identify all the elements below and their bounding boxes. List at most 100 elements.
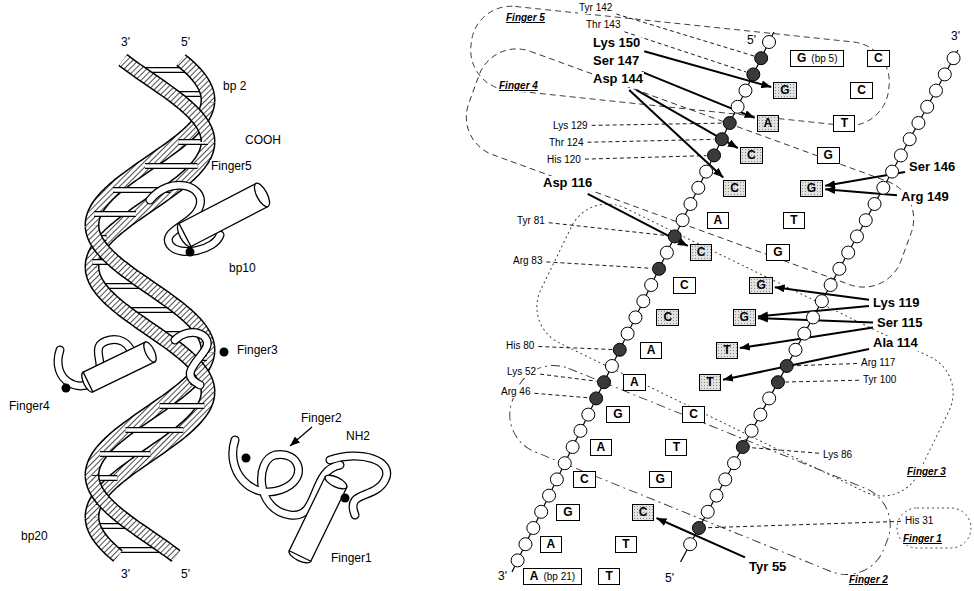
structure-label: 3'	[120, 568, 131, 582]
phosphate	[645, 279, 658, 292]
base-pair-slab	[160, 403, 205, 409]
phosphate	[886, 165, 899, 178]
base-letter: G	[740, 310, 749, 325]
base-letter: C	[639, 505, 648, 520]
base-box: C	[673, 277, 696, 294]
finger-region-outline	[455, 38, 925, 299]
helix-front	[92, 60, 208, 556]
phosphate	[566, 441, 579, 454]
zinc-ion	[220, 348, 229, 357]
strand-edge	[181, 60, 208, 102]
base-letter: C	[697, 245, 706, 260]
base-pair-slab	[94, 211, 136, 217]
base-box: C	[690, 244, 713, 261]
base-pair-slab-face	[94, 212, 136, 216]
sugar-phosphate-backbone	[512, 32, 774, 572]
phosphate	[692, 522, 705, 535]
phosphate	[684, 198, 697, 211]
finger-label: Finger 4	[498, 80, 539, 92]
base-letter: A	[714, 213, 723, 228]
base-box: C	[723, 180, 746, 197]
finger-regions	[455, 2, 971, 586]
structure-label: COOH	[244, 134, 282, 148]
base-letter: C	[580, 472, 589, 487]
residue-label: Lys 129	[552, 120, 589, 132]
base-box: C	[656, 309, 679, 326]
base-contact-arrow	[636, 90, 738, 148]
backbone-contact-line	[538, 346, 612, 349]
base-box: C	[740, 147, 763, 164]
zinc-ion	[62, 384, 71, 393]
phosphate	[715, 133, 728, 146]
base-letter: T	[622, 537, 629, 552]
phosphate	[798, 327, 811, 340]
phosphate	[574, 424, 587, 437]
phosphate	[629, 311, 642, 324]
structure-label: bp10	[228, 262, 257, 276]
residue-label: Thr 124	[548, 137, 584, 149]
base-box: C	[850, 82, 873, 99]
base-box: G	[800, 180, 823, 197]
backbone-contact-line	[592, 123, 723, 125]
phosphate	[815, 295, 828, 308]
base-pair-slab-face	[145, 164, 198, 168]
phosphate	[850, 230, 863, 243]
base-letter: G	[773, 245, 782, 260]
phosphate	[708, 149, 721, 162]
base-box: G(bp 5)	[790, 50, 844, 67]
base-box: A	[590, 439, 613, 456]
strand-ribbon	[92, 518, 118, 556]
structure-label: 5'	[180, 568, 191, 582]
base-box: T	[833, 115, 855, 132]
residue-label: Lys 52	[506, 366, 537, 378]
base-box: G	[733, 309, 756, 326]
phosphate	[676, 214, 689, 227]
phosphate	[824, 279, 837, 292]
base-letter: C	[680, 278, 689, 293]
base-box: T	[783, 212, 805, 229]
phosphate	[912, 117, 925, 130]
phosphate	[653, 262, 666, 275]
base-box: C	[867, 50, 890, 67]
phosphate	[710, 489, 723, 502]
base-letter: G	[797, 51, 806, 66]
base-letter: G	[807, 181, 816, 196]
finger-label: Finger 3	[906, 466, 947, 478]
phosphate	[582, 408, 595, 421]
base-contact-residue: Ser 147	[592, 54, 640, 69]
backbone-contact-line	[706, 521, 901, 527]
phosphate	[894, 149, 907, 162]
dna-helix	[92, 60, 208, 556]
strand-end-label: 5'	[746, 34, 757, 48]
base-pair-slab	[145, 163, 198, 169]
sugar-phosphate-backbone	[680, 50, 958, 562]
residue-label: Lys 86	[822, 449, 853, 461]
cylinder-body	[289, 477, 347, 562]
phosphate	[701, 505, 714, 518]
base-letter: A	[547, 537, 556, 552]
base-pair-number: (bp 21)	[543, 569, 575, 584]
phosphate	[660, 246, 673, 259]
finger-region-outline	[897, 508, 971, 548]
helix-back	[92, 102, 208, 518]
residue-label: Thr 143	[585, 19, 621, 31]
structure-label: Finger3	[236, 344, 279, 358]
base-box: A	[757, 115, 780, 132]
phosphate	[903, 133, 916, 146]
finger-ribbon-edge	[175, 333, 207, 385]
base-letter: C	[730, 181, 739, 196]
cylinder-body	[179, 183, 268, 246]
base-letter: C	[874, 51, 883, 66]
base-letter: C	[663, 310, 672, 325]
finger-label: Finger 2	[848, 574, 889, 586]
strand-edge	[92, 476, 176, 556]
phosphate	[807, 311, 820, 324]
structure-label: bp20	[20, 530, 49, 544]
base-letter: C	[689, 407, 698, 422]
base-contact-residue: Tyr 55	[748, 560, 787, 575]
base-letter: A	[597, 440, 606, 455]
base-letter: G	[656, 472, 665, 487]
base-box: G	[817, 147, 840, 164]
backbone-contact-line	[587, 139, 714, 142]
